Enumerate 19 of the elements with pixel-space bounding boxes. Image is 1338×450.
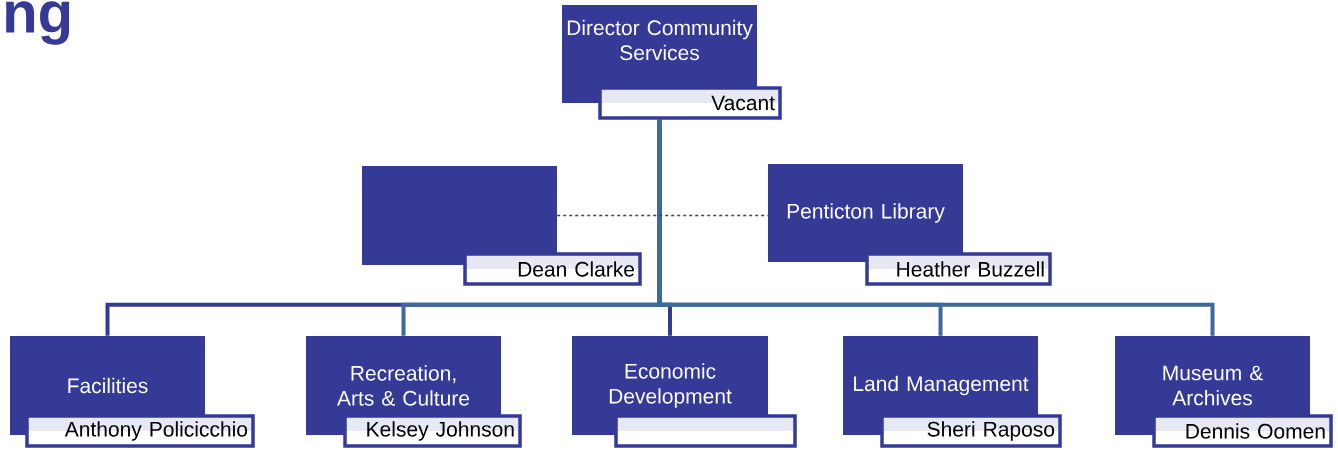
- unit-title: Land Management: [854, 375, 1029, 396]
- dashed-connector: [556, 214, 769, 217]
- unit-title: Recreation, Arts & Culture: [337, 365, 470, 406]
- unit-title: Economic Development: [609, 363, 732, 408]
- heading: ng: [6, 1, 70, 45]
- name-box: [614, 414, 797, 448]
- unit-box: [768, 164, 963, 262]
- name-box: Kelsey Johnson: [343, 414, 522, 448]
- name-box: Heather Buzzell: [865, 252, 1052, 286]
- unit-title: Penticton Library: [787, 203, 945, 223]
- name-box: Anthony Policicchio: [25, 414, 255, 448]
- name-box: Dean Clarke: [463, 252, 642, 286]
- unit-title: Facilities: [68, 377, 148, 394]
- name-box: Dennis Oomen: [1152, 414, 1333, 448]
- connector-line: [657, 119, 1215, 336]
- unit-title: Museum & Archives: [1163, 365, 1263, 406]
- unit-title: Director Community Services: [567, 19, 753, 61]
- name-box: Vacant: [598, 86, 782, 120]
- name-box: Sheri Raposo: [880, 414, 1062, 448]
